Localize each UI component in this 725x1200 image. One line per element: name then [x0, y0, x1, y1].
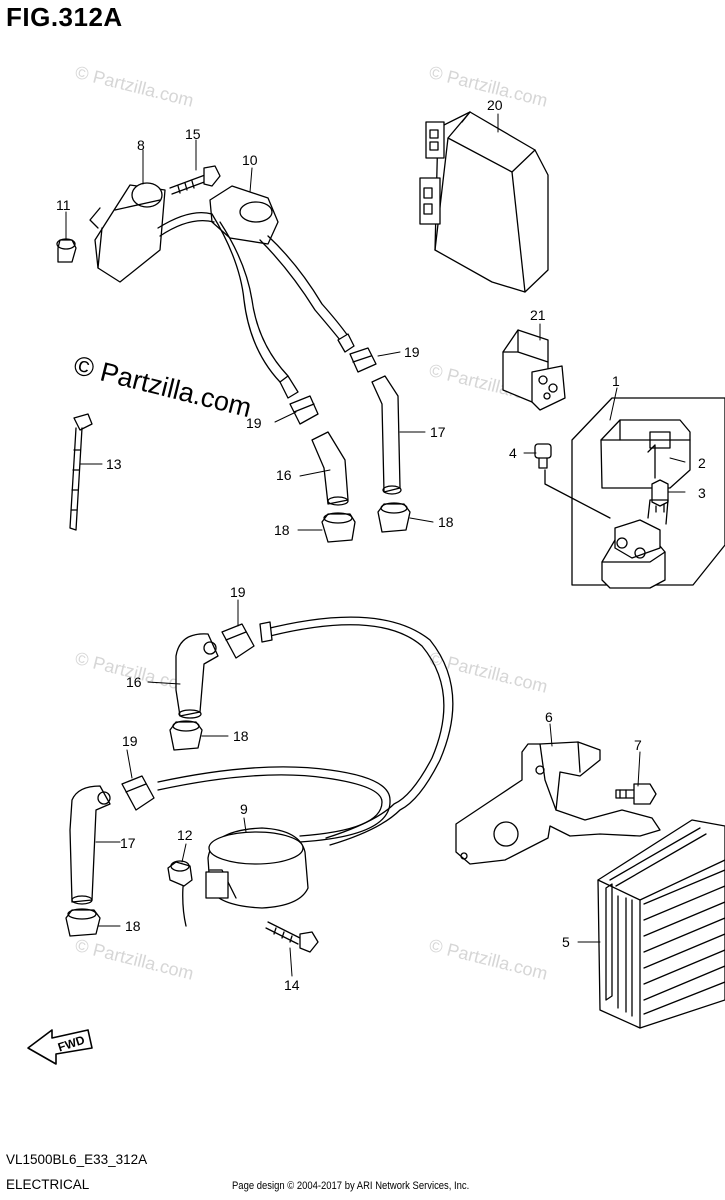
callout-18: 18	[274, 522, 290, 538]
starter-relay	[601, 499, 669, 589]
high-tension-lead-lower-long	[259, 616, 454, 846]
callout-labels: 20 21 1 2 3 4 8 15 11 10 19 19 17 16 18 …	[56, 97, 706, 993]
callout-18: 18	[233, 728, 249, 744]
cap-part-19-upper-right	[349, 347, 377, 373]
callout-19: 19	[122, 733, 138, 749]
high-tension-lead-right	[259, 235, 355, 353]
ecm-unit-part-20	[419, 111, 549, 293]
cap-part-19-lower-1	[221, 623, 255, 659]
callout-18: 18	[438, 514, 454, 530]
callout-10: 10	[242, 152, 258, 168]
callout-16: 16	[276, 467, 292, 483]
screw-leader	[544, 469, 611, 519]
callout-16: 16	[126, 674, 142, 690]
cap-part-19-upper-left	[289, 395, 319, 425]
callout-17: 17	[430, 424, 446, 440]
seal-part-18-upper-left	[321, 512, 356, 543]
kit-box-outline	[571, 397, 725, 586]
callout-2: 2	[698, 455, 706, 471]
bolt-part-15	[169, 165, 221, 195]
cable-tie-part-13	[69, 413, 93, 531]
spacer-part-12	[167, 860, 193, 887]
ignition-coil-part-9	[182, 827, 309, 927]
leader-lines	[65, 113, 686, 977]
callout-21: 21	[530, 307, 546, 323]
cap-part-19-lower-2	[121, 775, 155, 811]
callout-4: 4	[509, 445, 517, 461]
callout-18: 18	[125, 918, 141, 934]
callout-6: 6	[545, 709, 553, 725]
bracket-part-6	[455, 741, 661, 865]
page-credit: Page design © 2004-2017 by ARI Network S…	[232, 1180, 470, 1192]
callout-7: 7	[634, 737, 642, 753]
callout-15: 15	[185, 126, 201, 142]
callout-8: 8	[137, 137, 145, 153]
callout-17: 17	[120, 835, 136, 851]
callout-19: 19	[230, 584, 246, 600]
callout-19: 19	[404, 344, 420, 360]
callout-20: 20	[487, 97, 503, 113]
callout-11: 11	[56, 197, 71, 213]
callout-19: 19	[246, 415, 262, 431]
plug-cap-part-17-lower	[69, 785, 111, 905]
callout-12: 12	[177, 827, 193, 843]
connector-part-21	[502, 329, 566, 411]
figure-code: VL1500BL6_E33_312A	[6, 1152, 148, 1167]
callout-5: 5	[562, 934, 570, 950]
figure-title: FIG.312A	[6, 2, 123, 32]
screw-part-7	[615, 783, 657, 805]
ignition-coil-part-8	[89, 182, 166, 283]
seal-part-18-lower-2	[65, 908, 101, 937]
screw-part-4	[534, 443, 552, 469]
plug-cap-part-17-upper	[371, 375, 402, 495]
seal-part-18-lower-1	[169, 720, 203, 751]
fuse-box-cover-part-1	[600, 419, 691, 489]
coil-part-10	[157, 185, 279, 245]
high-tension-lead-left	[211, 213, 299, 399]
section-name: ELECTRICAL	[6, 1177, 90, 1192]
regulator-part-5	[597, 819, 725, 1029]
callout-14: 14	[284, 977, 300, 993]
callout-9: 9	[240, 801, 248, 817]
fuse-part-3	[651, 479, 669, 513]
callout-3: 3	[698, 485, 706, 501]
plug-cap-part-16-upper	[311, 431, 349, 506]
callout-1: 1	[612, 373, 620, 389]
seal-part-18-upper-right	[377, 502, 411, 533]
high-tension-lead-lower-short	[157, 766, 391, 843]
plug-cap-part-16-lower	[175, 633, 219, 719]
spacer-part-11	[56, 238, 77, 263]
callout-13: 13	[106, 456, 122, 472]
fwd-arrow-icon: FWD	[27, 1029, 93, 1065]
bolt-part-14	[265, 921, 319, 953]
